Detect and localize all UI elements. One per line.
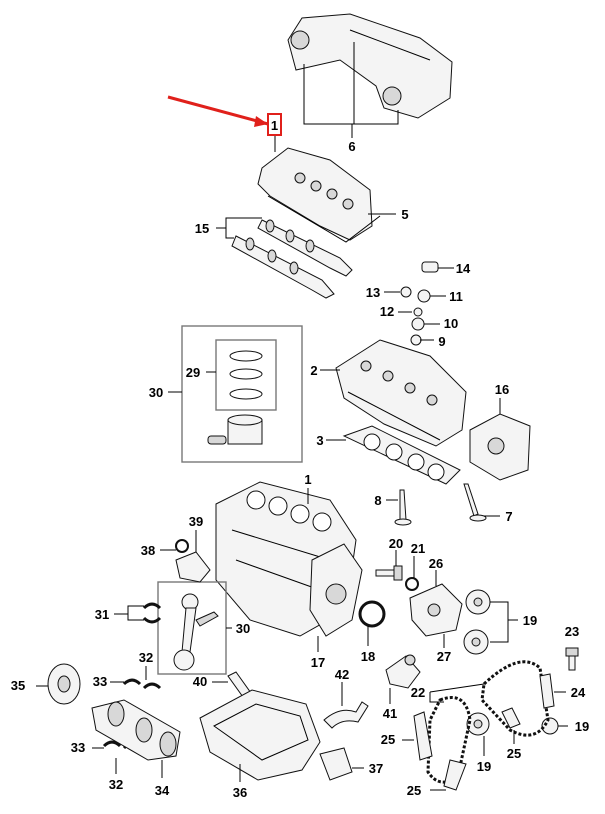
callout-28: 29 bbox=[186, 365, 200, 380]
callout-3: 3 bbox=[316, 433, 323, 448]
callout-5: 5 bbox=[401, 207, 408, 222]
callout-21: 21 bbox=[411, 541, 425, 556]
leader-line-15 bbox=[216, 217, 262, 239]
crank-pulley-part bbox=[47, 663, 81, 705]
piston-part bbox=[207, 414, 263, 445]
callout-19-upper: 19 bbox=[523, 613, 537, 628]
engine-cover-part bbox=[287, 13, 453, 119]
callout-30: 30 bbox=[236, 621, 250, 636]
callout-26: 26 bbox=[429, 556, 443, 571]
callout-19-lower: 19 bbox=[477, 759, 491, 774]
callout-18: 18 bbox=[361, 649, 375, 664]
callout-42: 42 bbox=[335, 667, 349, 682]
callout-27: 27 bbox=[437, 649, 451, 664]
small-hardware-parts bbox=[400, 261, 439, 346]
chain-guide-parts bbox=[413, 673, 555, 791]
callout-37: 39 bbox=[189, 514, 203, 529]
front-seal-parts bbox=[175, 539, 211, 583]
callout-7: 7 bbox=[505, 509, 512, 524]
callout-12: 12 bbox=[380, 304, 394, 319]
callout-22: 22 bbox=[411, 685, 425, 700]
callout-40: 40 bbox=[193, 674, 207, 689]
sprocket-parts bbox=[463, 589, 559, 736]
oil-strainer-part bbox=[319, 747, 353, 781]
callout-41: 41 bbox=[383, 706, 397, 721]
callout-1-highlighted: 1 bbox=[271, 118, 278, 133]
camshaft-part bbox=[231, 219, 353, 299]
callout-38: 37 bbox=[369, 761, 383, 776]
crankshaft-part bbox=[91, 699, 181, 761]
piston-rings-part bbox=[229, 350, 263, 400]
callout-32-lower: 32 bbox=[109, 777, 123, 792]
valve-part bbox=[394, 483, 487, 526]
callout-39: 36 bbox=[233, 785, 247, 800]
callout-8: 8 bbox=[374, 493, 381, 508]
oil-pump-drive-part bbox=[385, 654, 421, 689]
piston-kit-box bbox=[181, 325, 303, 463]
piston-rings-box bbox=[215, 339, 277, 411]
callout-29: 30 bbox=[149, 385, 163, 400]
callout-35: 35 bbox=[11, 678, 25, 693]
oil-seal-part bbox=[358, 600, 386, 628]
bolt-washer-parts bbox=[375, 565, 419, 591]
timing-cover-lower-part bbox=[309, 543, 363, 637]
callout-25-upper: 25 bbox=[381, 732, 395, 747]
head-gasket-part bbox=[342, 425, 461, 485]
callout-1: 1 bbox=[304, 472, 311, 487]
callout-33-lower: 33 bbox=[71, 740, 85, 755]
callout-16: 16 bbox=[495, 382, 509, 397]
callout-9: 9 bbox=[438, 334, 445, 349]
highlight-box bbox=[267, 113, 282, 136]
oil-pump-part bbox=[409, 583, 463, 637]
callout-20: 20 bbox=[389, 536, 403, 551]
callout-2: 2 bbox=[310, 363, 317, 378]
callout-32-upper: 32 bbox=[139, 650, 153, 665]
bearing-shell-parts bbox=[142, 602, 162, 624]
callout-19-right: 19 bbox=[575, 719, 589, 734]
callout-33-upper: 33 bbox=[93, 674, 107, 689]
callout-24: 24 bbox=[571, 685, 586, 700]
timing-cover-upper-part bbox=[469, 413, 531, 481]
valve-cover-part bbox=[257, 147, 381, 243]
callout-34: 34 bbox=[155, 783, 170, 798]
callout-13: 13 bbox=[366, 285, 380, 300]
callout-31: 31 bbox=[95, 607, 109, 622]
timing-chain-part bbox=[480, 660, 550, 737]
oil-pan-part bbox=[199, 689, 321, 781]
highlight-arrowhead bbox=[254, 116, 268, 127]
callout-23: 23 bbox=[565, 624, 579, 639]
callout-36: 38 bbox=[141, 543, 155, 558]
callout-10: 10 bbox=[444, 316, 458, 331]
connecting-rod-part bbox=[173, 593, 219, 671]
cylinder-head-part bbox=[335, 339, 467, 447]
highlight-arrow bbox=[167, 95, 269, 126]
oil-pickup-part bbox=[323, 701, 369, 729]
bolt-part bbox=[565, 647, 579, 671]
callout-15: 15 bbox=[195, 221, 209, 236]
callout-11: 11 bbox=[449, 289, 463, 304]
callout-25-lower: 25 bbox=[407, 783, 421, 798]
callout-17: 17 bbox=[311, 655, 325, 670]
callout-25-right: 25 bbox=[507, 746, 521, 761]
leader-line-6 bbox=[303, 42, 399, 138]
callout-14: 14 bbox=[456, 261, 471, 276]
callout-6: 6 bbox=[348, 139, 355, 154]
